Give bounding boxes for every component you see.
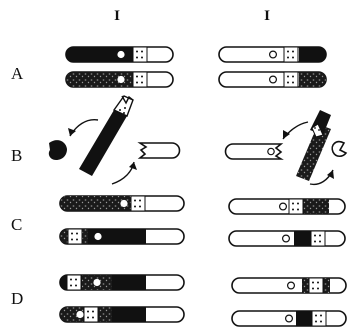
arrow-b-right-upper: [283, 122, 308, 139]
chromosome-b-right-broken: [296, 110, 331, 181]
chromosome-b-right-piece: [226, 144, 282, 159]
arrow-b-left-lower-head: [129, 162, 137, 170]
arrow-b-right-upper-head: [283, 130, 290, 139]
arrow-b-right-lower: [310, 170, 333, 184]
fragment-b-left: [49, 140, 67, 160]
row-label-a: A: [11, 64, 24, 83]
row-label-c: C: [11, 215, 22, 234]
arrow-b-left-upper: [70, 120, 98, 136]
row-label-b: B: [11, 146, 22, 165]
chromosome-d-right-2: [232, 311, 346, 326]
row-label-d: D: [11, 289, 23, 308]
chromosome-c-right-2: [229, 231, 345, 246]
chromosome-a-right-2: [219, 72, 326, 87]
chromosome-a-left-1: [66, 47, 173, 62]
chromosome-d-left-1: [60, 275, 184, 290]
chromosome-a-right-1: [219, 47, 326, 62]
chromosome-d-left-2: [60, 307, 184, 322]
chromosome-b-left-end: [140, 143, 180, 158]
fragment-b-right: [332, 142, 346, 157]
chromosome-d-right-1: [232, 278, 346, 293]
chromosome-b-left-broken: [79, 96, 133, 176]
chromosome-a-left-2: [66, 72, 173, 87]
chromosome-c-left-1: [60, 196, 184, 211]
chromosome-c-right-1: [229, 199, 345, 214]
chromosome-c-left-2: [60, 229, 184, 244]
column-header-right: I: [264, 8, 270, 24]
column-header-left: I: [114, 8, 120, 24]
